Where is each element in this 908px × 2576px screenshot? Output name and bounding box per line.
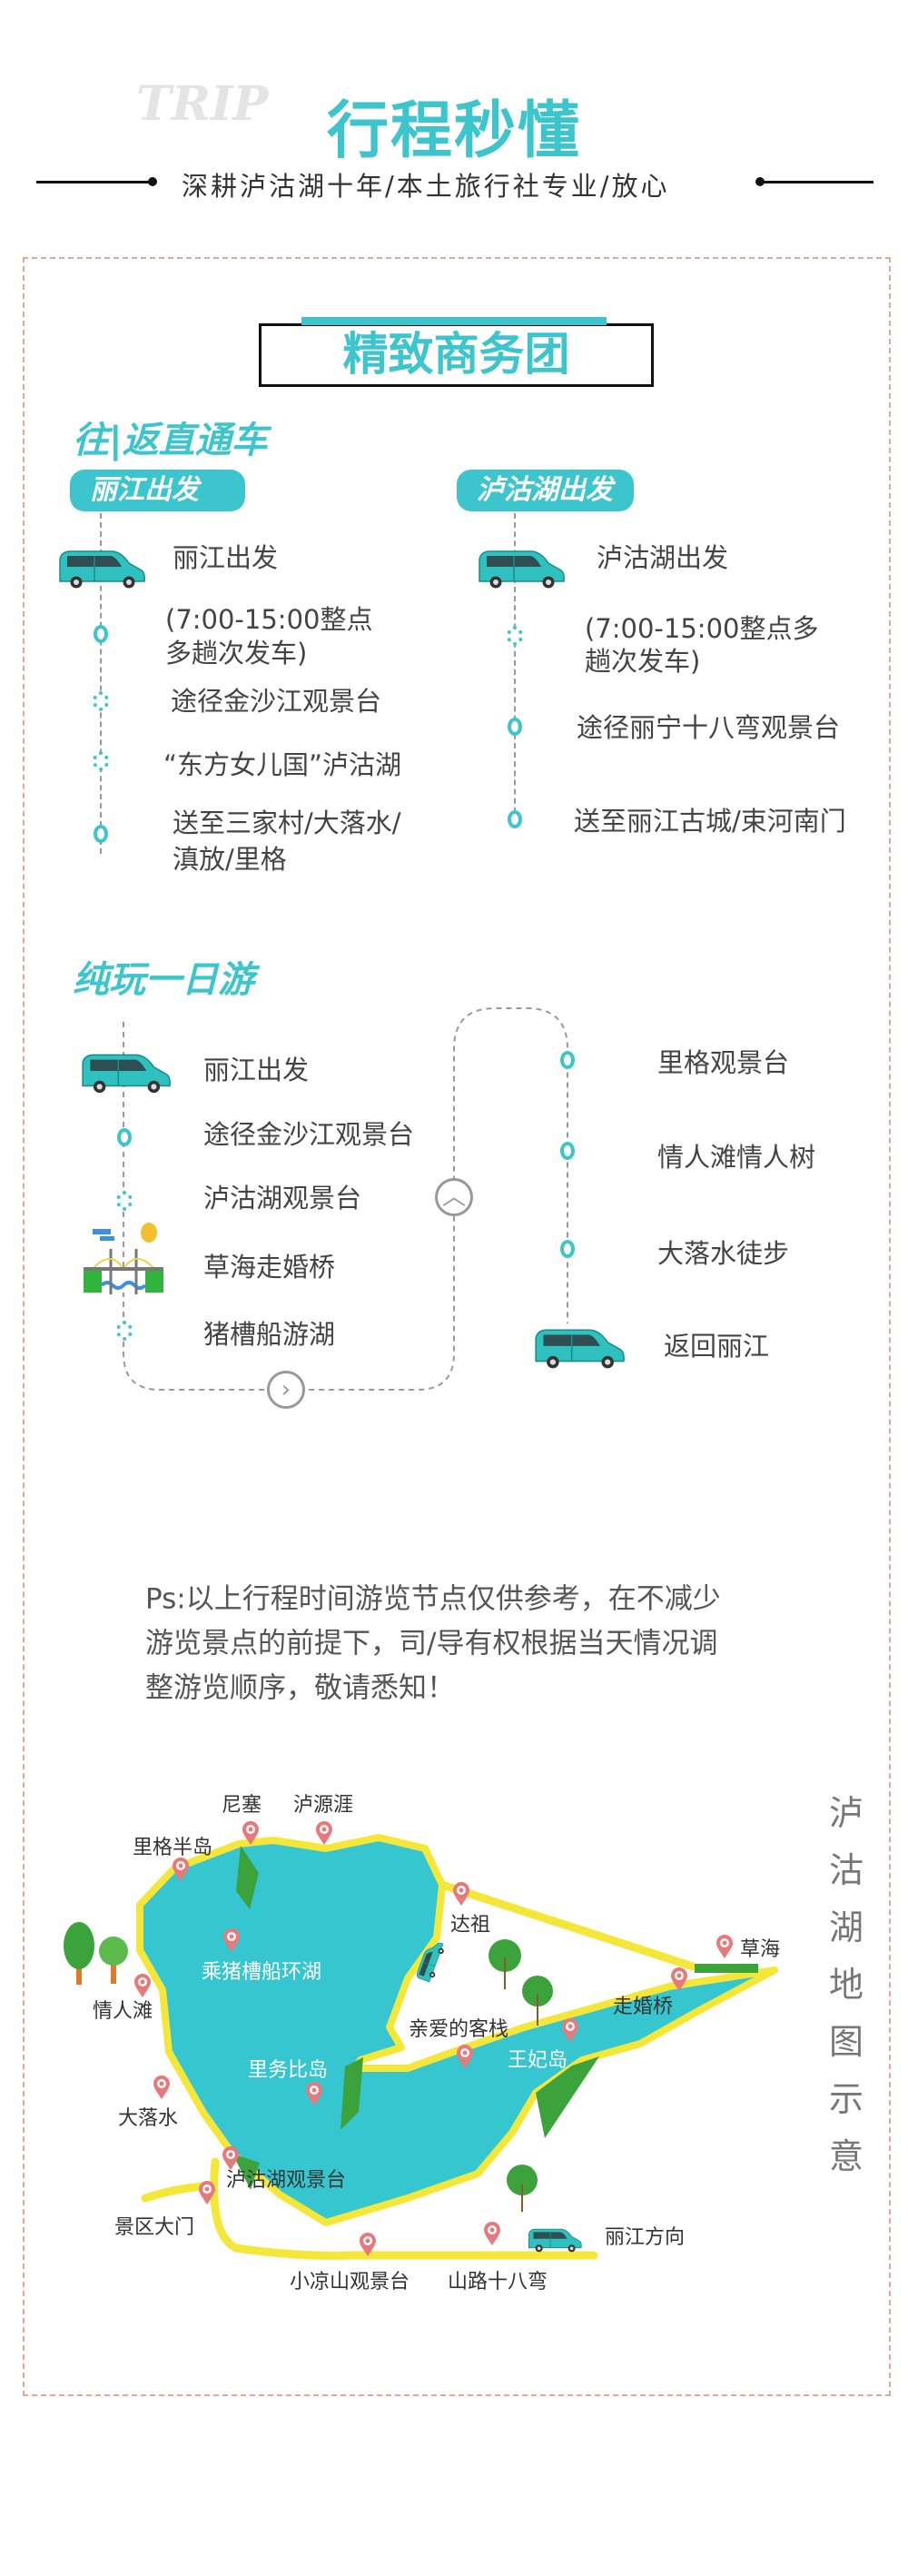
map-title: 泸沽湖地图示意 [828, 1793, 864, 2176]
van-icon [79, 1052, 173, 1094]
daytour-item: 途径金沙江观景台 [203, 1119, 415, 1150]
map-label-lige-peninsula: 里格半岛 [132, 1837, 213, 1859]
flower-node-icon [93, 691, 109, 711]
circle-node-icon [117, 1128, 132, 1146]
timeline-item: 送至丽江古城/束河南门 [574, 806, 846, 837]
flower-node-icon [116, 1321, 133, 1341]
map-label-lugu-viewpoint: 泸沽湖观景台 [225, 2169, 347, 2192]
divider-right [758, 181, 873, 183]
map-label-inn: 亲爱的客栈 [408, 2018, 509, 2041]
timeline-item: 滇放/里格 [173, 844, 287, 875]
divider-left [36, 181, 153, 183]
note-line: Ps:以上行程时间游览节点仅供参考，在不减少 [145, 1582, 721, 1616]
flower-node-icon [93, 751, 109, 771]
note-line: 整游览顺序，敬请悉知！ [145, 1671, 455, 1705]
pill-from-lijiang: 丽江出发 [70, 470, 245, 511]
circle-node-icon [560, 1142, 575, 1160]
map-label-walking-marriage-bridge: 走婚桥 [612, 1996, 674, 2018]
map-label-liwubi-island: 里务比岛 [247, 2059, 329, 2082]
map-label-daluoshui: 大落水 [117, 2107, 179, 2130]
timeline-item: (7:00-15:00整点 [165, 604, 373, 635]
map-label-boat-tour: 乘猪槽船环湖 [201, 1961, 322, 1984]
daytour-item: 丽江出发 [203, 1055, 310, 1085]
timeline-item: 途径丽宁十八弯观景台 [577, 712, 841, 743]
section-title-direct: 往|返直通车 [73, 420, 268, 461]
bridge-icon [84, 1223, 163, 1294]
flower-node-icon [507, 626, 523, 646]
circle-node-icon [94, 825, 108, 843]
daytour-item: 返回丽江 [664, 1331, 770, 1362]
timeline-line-left [100, 513, 102, 854]
note-line: 游览景点的前提下，司/导有权根据当天情况调 [145, 1627, 718, 1660]
timeline-item: (7:00-15:00整点多 [585, 613, 819, 644]
map-label-princess-island: 王妃岛 [507, 2049, 568, 2072]
daytour-route-line [123, 1007, 568, 1391]
daytour-item: 草海走婚桥 [203, 1252, 336, 1283]
section-title-daytour: 纯玩一日游 [73, 959, 254, 1001]
van-icon [56, 549, 147, 589]
title-watermark: TRIP [136, 76, 269, 132]
flower-node-icon [116, 1191, 133, 1211]
map-label-lijiang-direction: 丽江方向 [604, 2226, 686, 2249]
daytour-item: 情人滩情人树 [657, 1142, 816, 1173]
page-subtitle: 深耕泸沽湖十年/本土旅行社专业/放心 [182, 171, 670, 202]
content-frame [23, 257, 891, 2396]
map-label-mountain-road: 山路十八弯 [447, 2271, 548, 2294]
timeline-item: 途径金沙江观景台 [171, 686, 382, 717]
page-title: 行程秒懂 [326, 95, 581, 167]
lake-map [64, 1821, 778, 2260]
timeline-start: 泸沽湖出发 [597, 542, 729, 573]
timeline-start: 丽江出发 [173, 542, 279, 573]
map-label-dazu: 达祖 [449, 1914, 491, 1937]
van-icon [476, 549, 567, 589]
tree-icon [64, 1922, 128, 1985]
circle-node-icon [560, 1051, 575, 1069]
timeline-line-right [514, 513, 516, 822]
map-label-caohai: 草海 [739, 1938, 781, 1961]
timeline-item: 多趟次发车) [165, 638, 308, 669]
package-title: 精致商务团 [259, 323, 654, 387]
circle-node-icon [94, 625, 108, 643]
circle-node-icon [508, 718, 522, 736]
daytour-item: 泸沽湖观景台 [203, 1183, 362, 1214]
timeline-item: 趟次发车) [585, 646, 701, 677]
circle-node-icon [560, 1240, 575, 1258]
map-label-luyuanya: 泸源涯 [292, 1794, 354, 1817]
chevron-up-icon: ︿ [435, 1178, 473, 1216]
map-label-scenic-gate: 景区大门 [114, 2216, 195, 2239]
map-label-nisai: 尼塞 [221, 1794, 262, 1817]
timeline-item: 送至三家村/大落水/ [173, 807, 401, 838]
daytour-item: 猪槽船游湖 [203, 1319, 336, 1350]
chevron-right-icon: › [267, 1371, 305, 1409]
daytour-item: 里格观景台 [657, 1047, 790, 1078]
timeline-item: “东方女儿国”泸沽湖 [163, 749, 402, 780]
pill-from-lugu: 泸沽湖出发 [457, 470, 634, 511]
map-label-xiaoliangshan: 小凉山观景台 [289, 2271, 410, 2294]
daytour-item: 大落水徒步 [657, 1238, 790, 1269]
tree-icon [489, 1939, 553, 2212]
van-icon [532, 1327, 627, 1369]
package-title-bar [301, 317, 607, 325]
map-label-lovers-beach: 情人滩 [92, 2000, 153, 2023]
divider-dot-left [148, 177, 157, 186]
circle-node-icon [508, 810, 522, 828]
